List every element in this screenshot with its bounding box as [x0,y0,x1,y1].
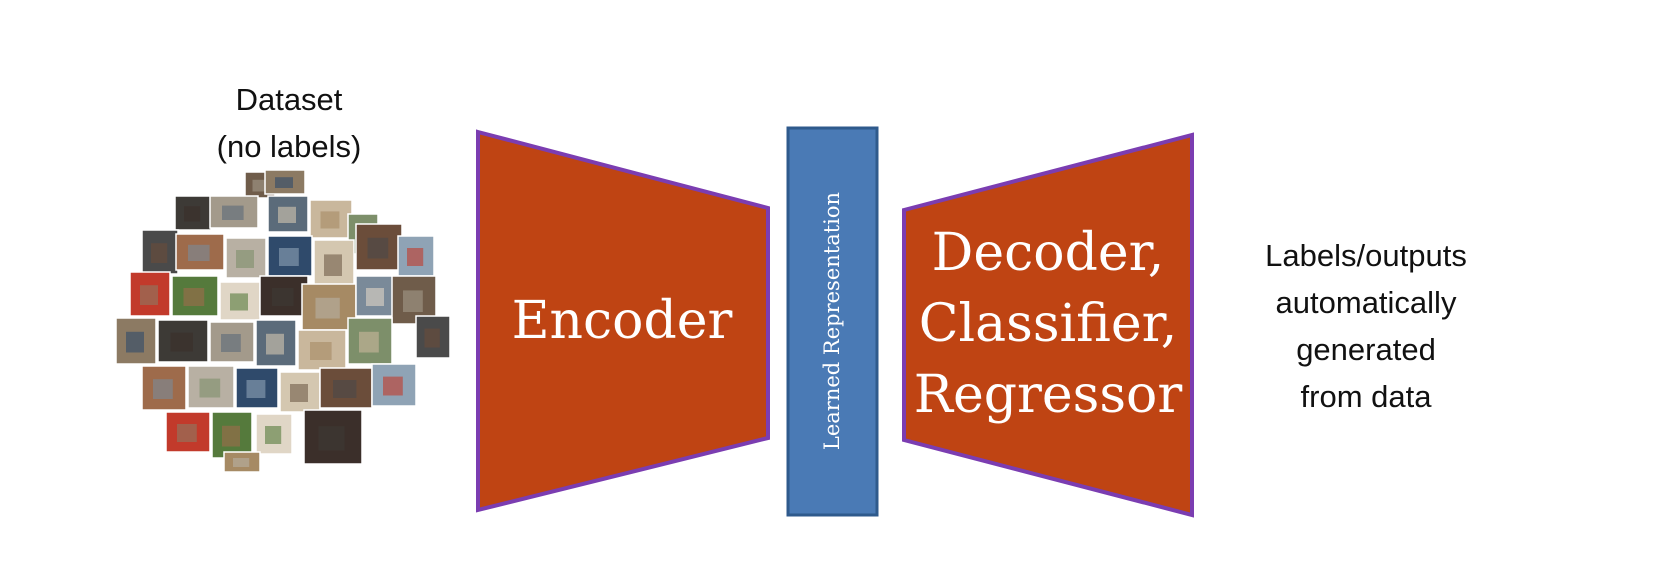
decoder-block [902,132,1194,518]
thumbnail-detail [310,342,332,360]
thumbnail-detail [230,293,248,311]
encoder-label: Encoder [512,291,733,351]
thumbnail-detail [403,290,423,312]
dataset-image-thumbnail [255,413,293,455]
thumbnail-detail [266,333,284,355]
classifier-label: Classifier, [919,294,1178,354]
thumbnail-detail [170,332,193,352]
thumbnail-detail [252,179,266,192]
thumbnail-detail [290,384,308,402]
regressor-label: Regressor [914,365,1183,425]
dataset-title: Dataset [236,82,343,117]
encoder-block [476,129,770,513]
learned-representation-label: Learned Representation [820,192,844,450]
thumbnail-detail [140,285,158,305]
dataset-image-thumbnail [187,365,235,409]
dataset-image-thumbnail [355,223,403,271]
outputs-line-4: from data [1301,379,1433,414]
thumbnail-detail [272,288,294,306]
thumbnail-detail [320,211,340,229]
thumbnail-detail [367,237,389,259]
outputs-line-3: generated [1296,332,1436,367]
thumbnail-detail [366,288,384,306]
thumbnail-detail [275,177,293,188]
decoder-label: Decoder, [932,223,1165,283]
dataset-subtitle: (no labels) [217,129,362,164]
outputs-line-1: Labels/outputs [1265,238,1467,273]
thumbnail-detail [188,244,210,261]
thumbnail-detail [359,331,379,353]
thumbnail-detail [407,248,424,266]
thumbnail-detail [236,250,254,268]
thumbnail-detail [265,426,282,444]
thumbnail-detail [183,288,205,306]
thumbnail-detail [424,328,440,348]
thumbnail-detail [246,380,266,398]
thumbnail-detail [278,206,296,223]
thumbnail-detail [315,297,340,319]
thumbnail-detail [199,378,221,398]
thumbnail-detail [126,331,144,353]
thumbnail-detail [184,206,201,222]
dataset-image-collage [115,169,451,473]
thumbnail-detail [318,426,345,451]
thumbnail-detail [177,424,197,442]
thumbnail-detail [383,376,403,396]
thumbnail-detail [333,380,357,398]
thumbnail-detail [324,254,342,276]
dataset-image-thumbnail [303,409,363,465]
thumbnail-detail [279,248,299,266]
thumbnail-detail [221,334,241,352]
thumbnail-detail [153,379,173,399]
learned-representation-block [786,126,879,517]
thumbnail-detail [151,243,168,263]
thumbnail-detail [222,425,240,447]
thumbnail-detail [233,458,250,467]
thumbnail-detail [222,205,244,220]
outputs-line-2: automatically [1276,285,1457,320]
